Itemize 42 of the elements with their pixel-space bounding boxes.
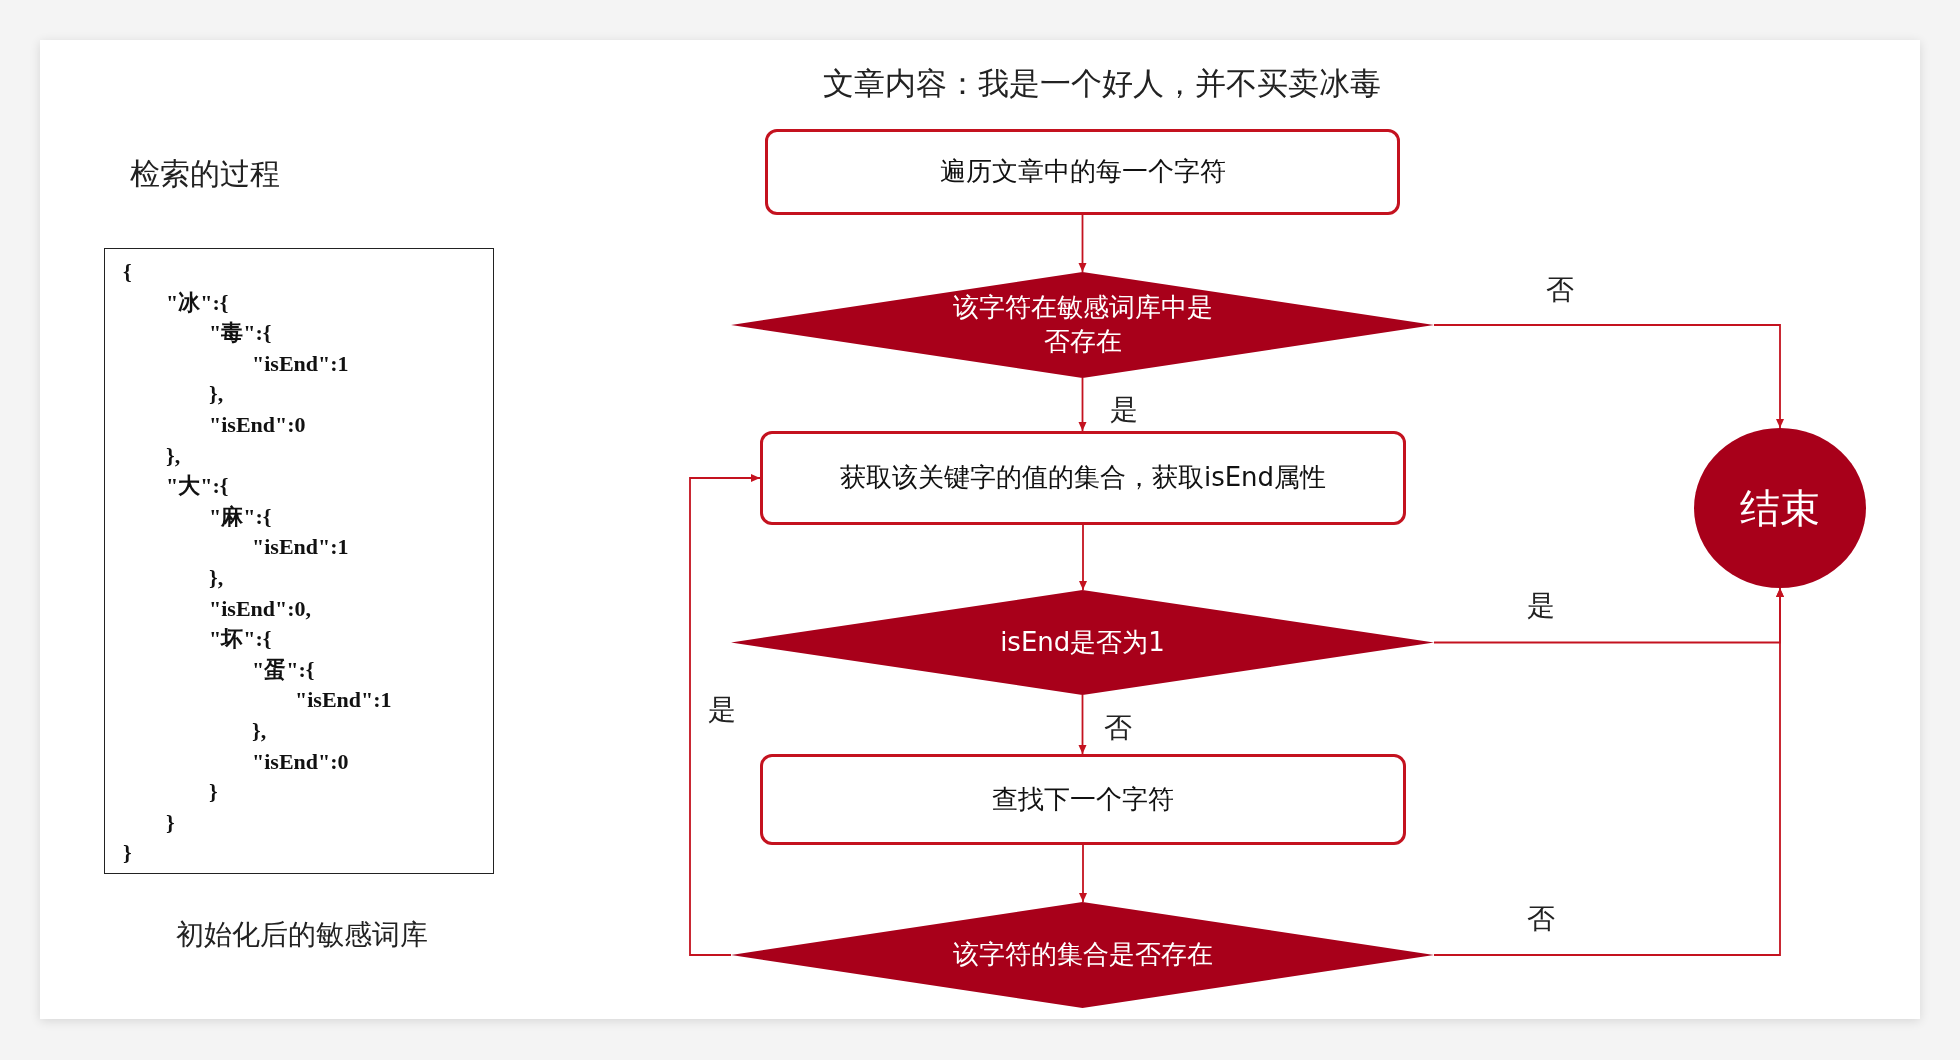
arrow <box>1079 524 1087 591</box>
code-line: "蛋":{ <box>252 655 315 684</box>
code-line: "毒":{ <box>209 319 272 348</box>
process-box <box>760 754 1406 845</box>
code-line: } <box>209 778 218 807</box>
process-box <box>765 129 1400 215</box>
code-line: }, <box>166 441 181 470</box>
node-label: 获取该关键字的值的集合，获取isEnd属性 <box>839 461 1327 495</box>
code-line: { <box>123 258 132 286</box>
node-label: 查找下一个字符 <box>992 782 1174 816</box>
arrow <box>1079 844 1087 903</box>
heading: 检索的过程 <box>130 154 280 193</box>
code-line: }, <box>252 716 267 745</box>
arrow <box>1078 694 1087 755</box>
code-line: "大":{ <box>166 472 229 501</box>
arrow <box>689 474 761 956</box>
code-box <box>104 248 494 874</box>
arrow <box>1078 214 1087 273</box>
node-label: 结束 <box>1740 484 1820 533</box>
code-line: }, <box>209 563 224 592</box>
arrow <box>1433 324 1784 429</box>
code-line: "isEnd":0 <box>209 410 306 439</box>
code-line: "坏":{ <box>209 625 272 654</box>
process-box <box>760 431 1406 525</box>
code-line: } <box>123 839 132 868</box>
arrow <box>1433 587 1784 956</box>
code-line: "isEnd":0, <box>209 594 312 623</box>
heading: 文章内容：我是一个好人，并不买卖冰毒 <box>823 64 1381 103</box>
code-line: }, <box>209 380 224 409</box>
node-label: isEnd是否为1 <box>1000 625 1165 659</box>
node-label: 该字符在敏感词库中是否存在 <box>951 291 1214 358</box>
code-line: "isEnd":1 <box>295 686 392 715</box>
code-line: "麻":{ <box>209 502 272 531</box>
code-line: "isEnd":1 <box>252 349 349 378</box>
code-line: } <box>166 808 175 837</box>
code-line: "isEnd":1 <box>252 533 349 562</box>
node-label: 初始化后的敏感词库 <box>176 917 428 953</box>
code-line: "冰":{ <box>166 288 229 317</box>
code-line: "isEnd":0 <box>252 747 349 776</box>
arrow <box>1078 377 1087 432</box>
node-label: 该字符的集合是否存在 <box>952 938 1213 972</box>
node-label: 遍历文章中的每一个字符 <box>939 155 1226 189</box>
